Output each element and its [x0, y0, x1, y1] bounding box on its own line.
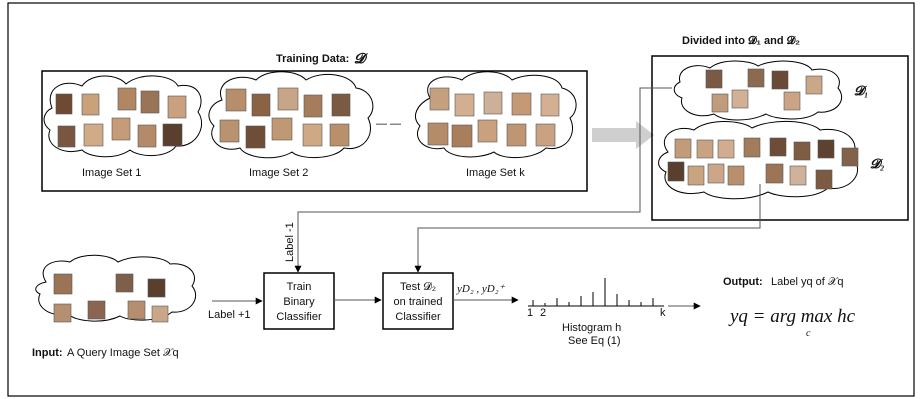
training-data-box [41, 70, 588, 192]
histogram-tick-1: 1 [527, 307, 533, 319]
output-caption-bold: Output: [723, 276, 763, 288]
histogram-tick-2: 2 [540, 307, 546, 319]
train-classifier-box [263, 272, 335, 330]
output-formula: yq = arg max hc [728, 306, 856, 327]
input-caption: A Query Image Set 𝒳q [67, 347, 179, 359]
divided-title: Divided into 𝓓₁ and 𝓓₂ [682, 34, 800, 47]
output-caption: Label yq of 𝒳q [771, 276, 843, 288]
test-box-line-2: on trained [394, 296, 443, 308]
d2-to-test-connector [414, 184, 761, 273]
image-set-1-faces [55, 87, 187, 148]
train-box-line-3: Classifier [276, 311, 322, 323]
image-set-k-label: Image Set k [466, 167, 525, 179]
histogram-tick-k: k [660, 307, 666, 319]
label-plus-text: Label +1 [208, 309, 251, 321]
input-caption-bold: Input: [32, 347, 63, 359]
histogram: 1 2 k [527, 278, 666, 319]
training-title: Training Data: [276, 53, 349, 65]
d1-to-train-connector [294, 87, 672, 273]
divided-box [651, 55, 909, 221]
label-minus-text: Label -1 [284, 222, 296, 262]
scores-label: yD₂ , yD₂⁺ [456, 283, 506, 295]
histogram-ref: See Eq (1) [568, 335, 621, 347]
query-cloud [35, 254, 197, 322]
histogram-bars [532, 278, 654, 306]
d1-faces [705, 68, 823, 113]
image-set-2-label: Image Set 2 [249, 167, 308, 179]
d2-faces [667, 137, 859, 190]
training-title-symbol: 𝓓 [354, 52, 368, 67]
test-classifier-box [382, 272, 454, 330]
image-set-2-faces [219, 87, 351, 149]
output-formula-subscript: c [806, 328, 811, 339]
ellipsis-dashes: — — [376, 118, 401, 130]
image-set-1-label: Image Set 1 [82, 167, 141, 179]
histogram-caption: Histogram h [562, 322, 621, 334]
outer-frame [7, 2, 915, 397]
image-set-k-faces [427, 87, 560, 148]
train-box-line-1: Train [287, 281, 312, 293]
split-arrow [592, 121, 654, 149]
d2-label: 𝓓₂ [870, 156, 885, 171]
d1-label: 𝓓₁ [854, 83, 869, 98]
test-box-line-1: Test 𝓓₂ [400, 281, 436, 293]
test-box-line-3: Classifier [395, 311, 441, 323]
query-faces [53, 273, 169, 323]
train-box-line-2: Binary [283, 296, 315, 308]
